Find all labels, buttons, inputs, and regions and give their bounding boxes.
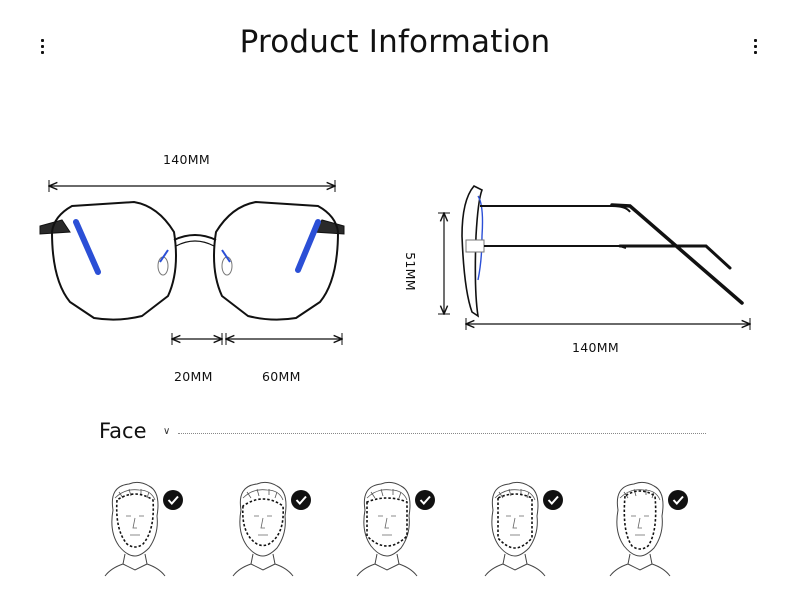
face-long xyxy=(609,481,671,577)
face-shape-outline xyxy=(241,498,285,547)
face-shape-outline xyxy=(497,493,533,549)
check-icon xyxy=(163,490,183,510)
face-oblong xyxy=(484,481,546,577)
check-icon xyxy=(291,490,311,510)
check-icon xyxy=(415,490,435,510)
bridge xyxy=(173,234,217,241)
left-menu-icon[interactable] xyxy=(38,39,46,54)
side-lens-rim xyxy=(461,185,484,318)
right-temple xyxy=(295,219,321,273)
face-round xyxy=(232,481,294,577)
right-menu-icon[interactable] xyxy=(751,39,759,54)
face-divider xyxy=(178,433,706,434)
right-hinge xyxy=(313,219,345,235)
face-shape-outline xyxy=(115,493,155,548)
face-shape-outline xyxy=(366,497,408,547)
face-shape-outline xyxy=(623,490,657,550)
left-temple xyxy=(73,219,101,275)
lens-width-label: 60MM xyxy=(262,369,301,384)
right-lens xyxy=(213,200,340,321)
temple-length-label: 140MM xyxy=(572,340,619,355)
left-hinge xyxy=(39,219,71,235)
total-width-label: 140MM xyxy=(163,152,210,167)
chevron-down-icon[interactable]: ∨ xyxy=(163,426,171,437)
check-icon xyxy=(668,490,688,510)
check-icon xyxy=(543,490,563,510)
face-section-label: Face xyxy=(99,419,147,443)
side-temple-tip-lower xyxy=(618,244,732,270)
page-title: Product Information xyxy=(239,24,551,60)
side-temple-tip-upper xyxy=(610,203,744,305)
face-oval xyxy=(104,481,166,577)
bridge-width-label: 20MM xyxy=(174,369,213,384)
face-square xyxy=(356,481,418,577)
left-lens xyxy=(50,200,177,321)
